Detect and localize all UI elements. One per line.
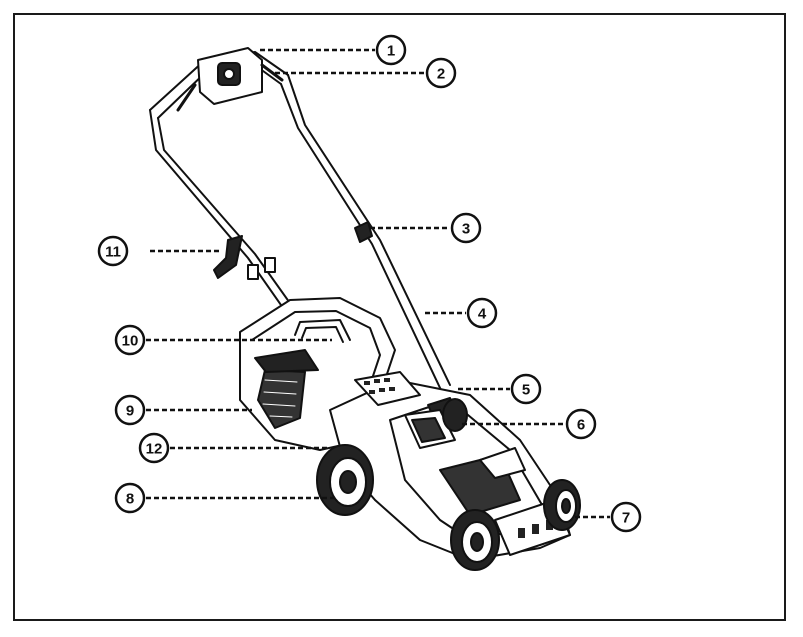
svg-text:2: 2 [437, 66, 445, 83]
handle-bar [149, 51, 451, 393]
switch-box [176, 47, 284, 112]
svg-text:5: 5 [522, 382, 530, 399]
svg-text:12: 12 [146, 441, 163, 458]
rear-right-wheel [442, 398, 468, 432]
callout-9: 9 [114, 394, 146, 426]
svg-text:8: 8 [126, 491, 134, 508]
callout-2: 2 [425, 57, 457, 89]
callout-6: 6 [565, 408, 597, 440]
svg-text:9: 9 [126, 403, 134, 420]
callout-5: 5 [510, 373, 542, 405]
callout-8: 8 [114, 482, 146, 514]
callout-7: 7 [610, 501, 642, 533]
callout-12: 12 [138, 432, 170, 464]
cable-clip [354, 221, 373, 243]
svg-text:10: 10 [122, 333, 139, 350]
svg-text:3: 3 [462, 221, 470, 238]
callout-1: 1 [375, 34, 407, 66]
cord-hook [213, 235, 243, 279]
front-wheel [450, 509, 500, 571]
svg-text:7: 7 [622, 510, 630, 527]
callouts: 1 2 3 4 5 6 7 8 [97, 34, 642, 533]
callout-11: 11 [97, 235, 129, 267]
rear-wheel [316, 444, 374, 516]
svg-text:6: 6 [577, 417, 585, 434]
callout-3: 3 [450, 212, 482, 244]
svg-text:11: 11 [105, 244, 121, 261]
svg-text:1: 1 [387, 43, 395, 60]
callout-10: 10 [114, 324, 146, 356]
front-right-wheel [543, 479, 581, 531]
callout-leaders [146, 48, 610, 519]
callout-4: 4 [466, 297, 498, 329]
mower-illustration [149, 47, 581, 571]
svg-text:4: 4 [478, 306, 487, 323]
